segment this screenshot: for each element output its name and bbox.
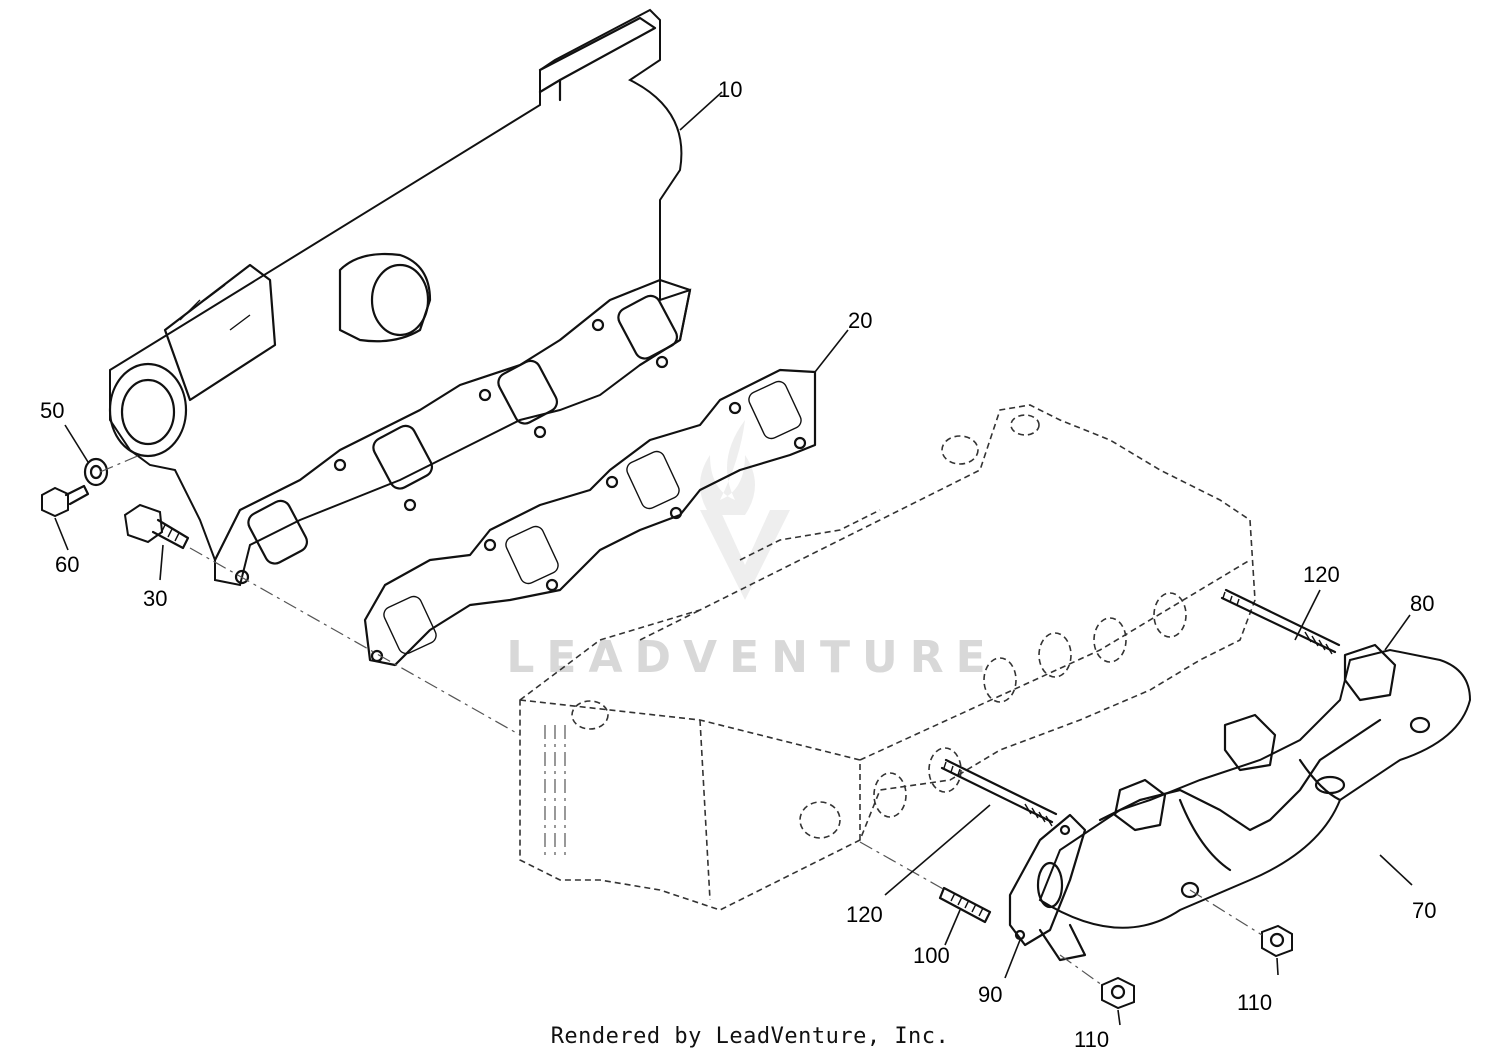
callout-60: 60 — [55, 552, 79, 577]
bolt-part-60 — [41, 484, 90, 518]
leadventure-logo-icon — [700, 420, 790, 600]
stud-part-100 — [938, 886, 992, 924]
nut-part-110-right — [1261, 924, 1293, 958]
callout-120-upper: 120 — [1303, 562, 1340, 587]
washer-part-50 — [83, 457, 109, 487]
callout-100: 100 — [913, 943, 950, 968]
callout-110-bottom: 110 — [1074, 1027, 1109, 1052]
exhaust-manifold-part-70 — [1008, 643, 1472, 962]
nut-part-110-bottom — [1101, 976, 1135, 1010]
callout-110-right: 110 — [1237, 990, 1272, 1015]
callout-labels: 10 20 30 50 60 70 80 90 100 110 110 120 … — [40, 77, 1436, 1052]
stud-part-120-upper — [1220, 588, 1341, 655]
stud-part-120-lower — [940, 758, 1058, 827]
cylinder-head-phantom — [519, 404, 1256, 911]
callout-90: 90 — [978, 982, 1002, 1007]
callout-50: 50 — [40, 398, 64, 423]
callout-20: 20 — [848, 308, 872, 333]
callout-10: 10 — [718, 77, 742, 102]
bolt-part-30 — [123, 503, 190, 550]
watermark-text: LEADVENTURE — [506, 632, 997, 683]
callout-80: 80 — [1410, 591, 1434, 616]
callout-120-lower: 120 — [846, 902, 883, 927]
callout-30: 30 — [143, 586, 167, 611]
watermark: LEADVENTURE — [506, 420, 997, 683]
callout-70: 70 — [1412, 898, 1436, 923]
intake-manifold-part-10 — [108, 8, 692, 587]
assembly-centerlines — [99, 454, 1263, 986]
render-credit: Rendered by LeadVenture, Inc. — [550, 1024, 950, 1049]
leader-lines — [54, 91, 1413, 1026]
